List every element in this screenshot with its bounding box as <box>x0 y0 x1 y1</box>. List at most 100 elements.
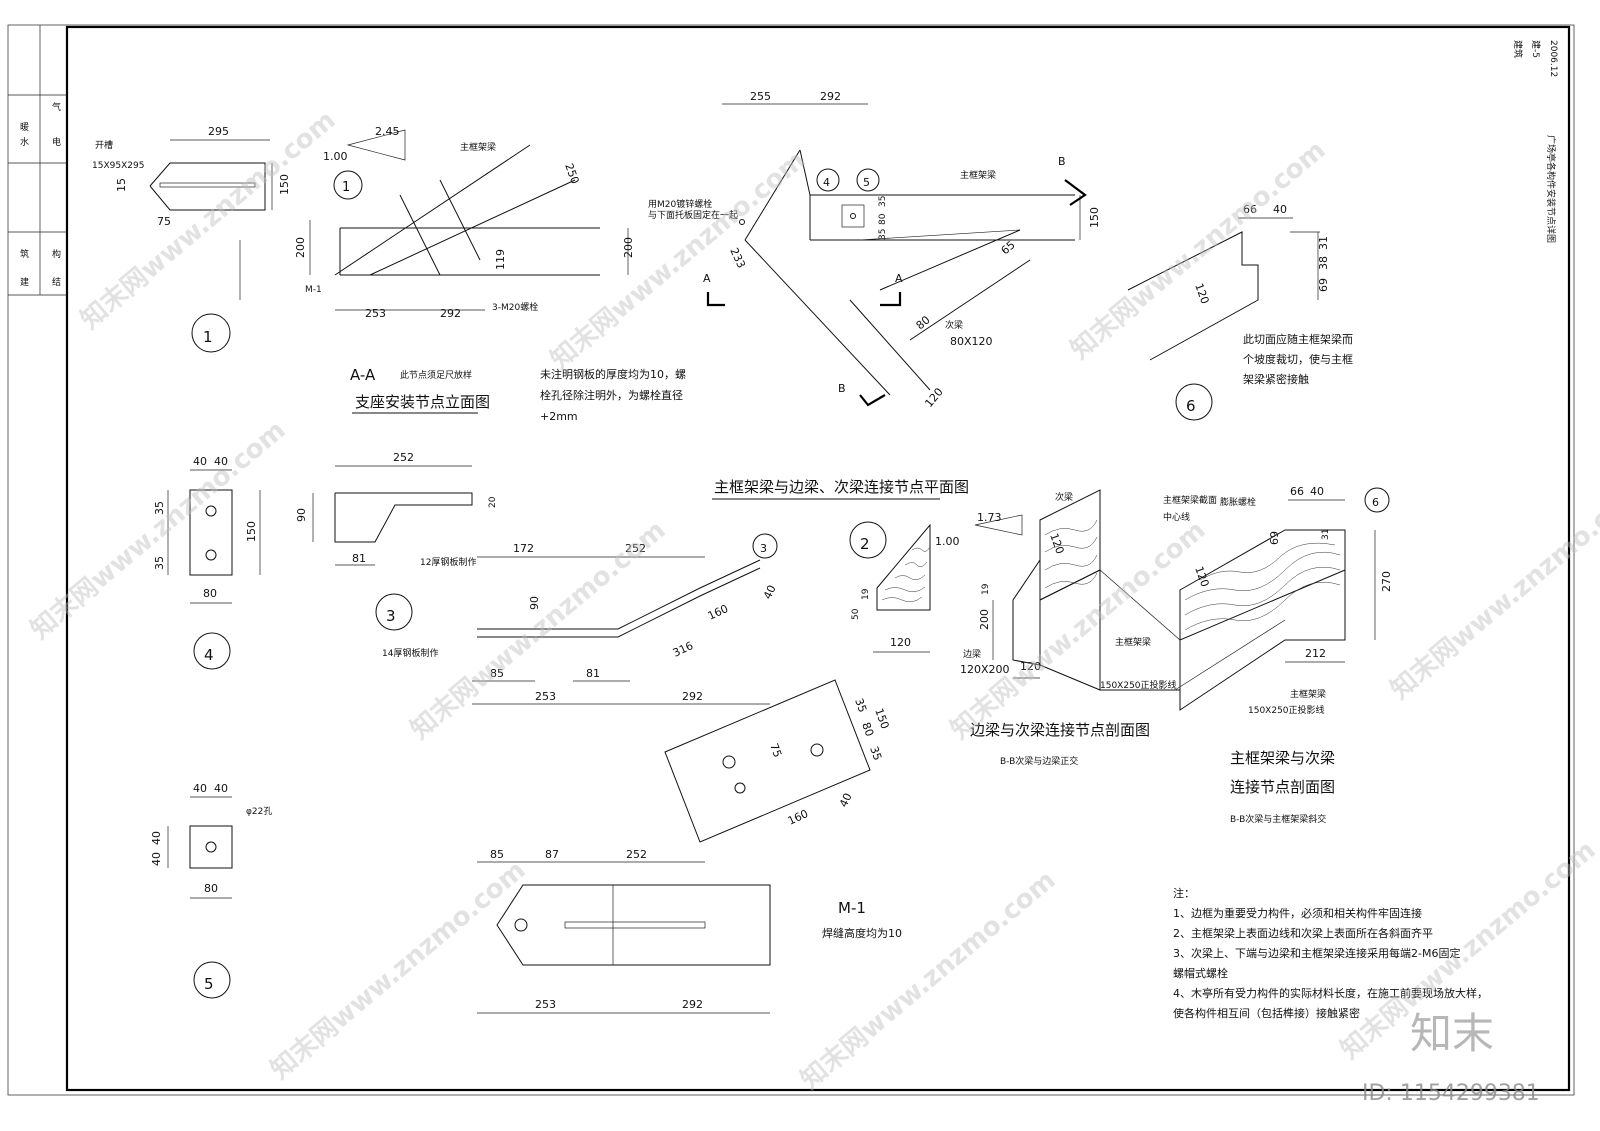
plan-sec-beam-label: 次梁 <box>945 319 963 331</box>
m1-dim-150: 150 <box>872 707 891 731</box>
detail-3: 252 90 20 81 12厚钢板制作 3 <box>295 451 498 631</box>
note-3b: 螺帽式螺栓 <box>1173 966 1228 980</box>
m1-dim-316: 316 <box>671 639 696 660</box>
tb-struct1: 结 <box>52 276 61 288</box>
edge-edge-size: 120X200 <box>960 663 1010 676</box>
m1-dim-172: 172 <box>513 542 534 555</box>
right-title-block: 建筑 建-5 2006.12 广场亭各构件安装节点详图 <box>1512 40 1558 243</box>
plan-dim-233: 233 <box>727 246 748 271</box>
plate-note: 未注明钢板的厚度均为10，螺 栓孔径除注明外，为螺栓直径 +2mm <box>540 367 686 423</box>
edge-edge-label: 边梁 <box>963 648 981 660</box>
m1-dim-35a: 35 <box>852 697 869 715</box>
main-marker: 6 <box>1372 496 1379 509</box>
section-aa: 2.45 1.00 1 主框架梁 200 200 119 250 M-1 253… <box>294 125 635 414</box>
m1-dim-85b: 85 <box>490 848 504 861</box>
aa-title: A-A <box>350 366 376 384</box>
plan-main-beam-label: 主框架梁 <box>960 169 996 181</box>
watermark-9: 知末网www.znzmo.com <box>795 865 1061 1095</box>
plan-mark-a2: A <box>895 272 903 285</box>
main-caption-2: 连接节点剖面图 <box>1230 778 1335 796</box>
d2-dim-120: 120 <box>890 636 911 649</box>
m1-dim-292b: 292 <box>682 998 703 1011</box>
m1-dim-81: 81 <box>586 667 600 680</box>
tb-gas: 气 <box>52 101 61 113</box>
tb-arch1: 建 <box>20 276 29 288</box>
d5-hole-label: φ22孔 <box>246 806 272 817</box>
d2-dim-50: 50 <box>851 608 861 620</box>
tb-sheet-no: 建-5 <box>1530 40 1542 58</box>
tb-date: 2006.12 <box>1548 40 1558 77</box>
aa-marker-1: 1 <box>342 180 350 195</box>
d3-dim-81: 81 <box>352 552 366 565</box>
d6-dim-38: 38 <box>1317 256 1330 270</box>
edge-main-label: 主框架梁截面 <box>1163 494 1217 506</box>
d6-dim-31: 31 <box>1317 236 1330 250</box>
d5-dim-40b: 40 <box>214 782 228 795</box>
m1-title: M-1 <box>838 899 866 917</box>
d5-marker: 5 <box>204 975 214 993</box>
marker-1-label: 1 <box>203 328 213 346</box>
edge-center-label: 中心线 <box>1163 511 1190 523</box>
tb-discipline: 建筑 <box>1512 40 1524 58</box>
main-dim-270: 270 <box>1380 571 1393 592</box>
m1-dim-292: 292 <box>682 690 703 703</box>
d1-dim-15: 15 <box>115 178 128 192</box>
d1-dim-295: 295 <box>208 125 229 138</box>
note-3: 3、次梁上、下端与边梁和主框架梁连接采用每端2-M6固定 <box>1173 946 1460 960</box>
main-dim-120: 120 <box>1192 565 1211 589</box>
edge-dim-120a: 120 <box>1047 532 1066 556</box>
d6-dim-120: 120 <box>1192 282 1211 306</box>
aa-main-beam-label: 主框架梁 <box>460 141 496 153</box>
aa-bolts-label: 3-M20螺栓 <box>492 301 538 313</box>
plan-dim-65: 65 <box>999 238 1018 257</box>
plan-mark-b1: B <box>838 382 846 395</box>
d5-dim-40c: 40 <box>150 831 163 845</box>
watermark-8: 知末网www.znzmo.com <box>265 855 531 1085</box>
note-2: 2、主框架梁上表面边线和次梁上表面所在各斜面齐平 <box>1173 926 1433 940</box>
m1-note: 焊缝高度均为10 <box>822 926 902 940</box>
d2-dim-19: 19 <box>861 588 871 600</box>
d3-label: 12厚钢板制作 <box>420 556 476 568</box>
m1-dim-40a: 40 <box>761 583 779 601</box>
brand-logo: 知末 <box>1410 1009 1494 1058</box>
m1-dim-160b: 160 <box>786 807 811 828</box>
plan-dim-150: 150 <box>1088 207 1101 228</box>
aa-dim-292: 292 <box>440 307 461 320</box>
m1-dim-75: 75 <box>767 742 784 760</box>
tb-struct2: 构 <box>52 248 61 260</box>
aa-m1-label: M-1 <box>305 285 322 295</box>
d2-slope-b: 1.00 <box>935 535 960 548</box>
m1-marker: 3 <box>760 542 767 555</box>
edge-proj-label: 150X250正投影线 <box>1100 679 1177 691</box>
d3-dim-20: 20 <box>488 496 498 508</box>
m1-dim-35b: 35 <box>867 745 884 763</box>
detail-1-slot: 开槽 15X95X295 295 150 15 75 1 <box>92 125 291 353</box>
plan-sec-size: 80X120 <box>950 335 993 348</box>
d3-dim-252: 252 <box>393 451 414 464</box>
d3-dim-90: 90 <box>295 508 308 522</box>
m1-dim-253b: 253 <box>535 998 556 1011</box>
aa-slope-a: 2.45 <box>375 125 400 138</box>
tb-water: 水 <box>20 136 29 148</box>
tb-heat: 暖 <box>20 121 29 133</box>
m1-dim-253: 253 <box>535 690 556 703</box>
aa-dim-250: 250 <box>562 162 581 186</box>
plate-note-3: +2mm <box>540 410 578 423</box>
watermark-2: 知末网www.znzmo.com <box>545 145 811 375</box>
m1-dim-252: 252 <box>625 542 646 555</box>
aa-caption: 支座安装节点立面图 <box>355 393 490 411</box>
edge-sub: B-B次梁与边梁正交 <box>1000 755 1078 767</box>
d5-dim-40d: 40 <box>150 852 163 866</box>
plate-note-1: 未注明钢板的厚度均为10，螺 <box>540 367 686 381</box>
slot-size-label: 15X95X295 <box>92 161 144 171</box>
aa-dim-119: 119 <box>494 249 507 270</box>
d5-dim-80: 80 <box>204 882 218 895</box>
main-bolt-label: 膨胀螺栓 <box>1220 496 1256 508</box>
plan-dim-120: 120 <box>922 385 945 409</box>
plan-dim-255: 255 <box>750 90 771 103</box>
plan-dim-35b: 35 <box>878 229 888 240</box>
edge-dim-200: 200 <box>978 609 991 630</box>
main-main-label: 主框架梁 <box>1290 688 1326 700</box>
m1-dim-87: 87 <box>545 848 559 861</box>
m1-plate: 172 252 3 14厚钢板制作 90 40 160 316 85 81 25… <box>382 533 902 1014</box>
